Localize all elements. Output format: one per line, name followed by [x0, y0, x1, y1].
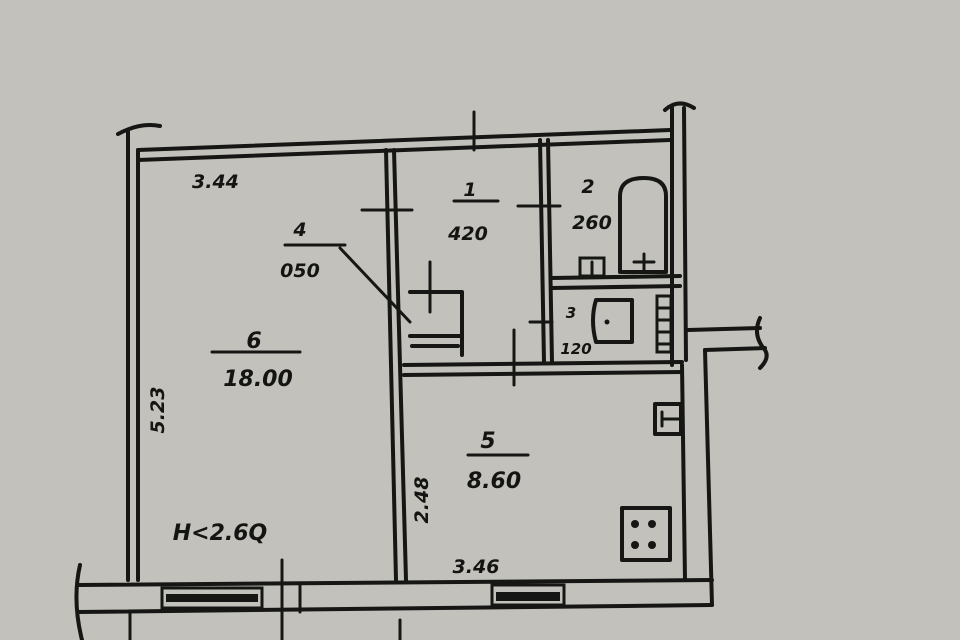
room-6-number: 6	[246, 329, 261, 354]
dim-living-length: 5.23	[147, 387, 169, 434]
door-marks	[128, 110, 562, 640]
sink-icon	[578, 256, 606, 278]
dim-kitchen-width: 3.46	[453, 556, 500, 578]
dim-kitchen-length: 2.48	[411, 477, 433, 524]
outer-walls	[74, 101, 769, 640]
interior-walls	[384, 138, 684, 582]
room-5-number: 5	[480, 429, 495, 454]
bathtub-icon	[618, 176, 668, 274]
dim-living-width: 3.44	[192, 171, 239, 193]
toilet-icon	[591, 298, 634, 344]
room-3-number: 3	[566, 304, 576, 322]
room-5-area: 8.60	[467, 469, 521, 494]
ventilation-icon	[653, 402, 683, 436]
stove-icon	[620, 506, 672, 562]
radiator-icon	[655, 294, 673, 354]
room-1-area: 420	[447, 223, 488, 245]
ceiling-height: H<2.6Q	[173, 521, 268, 546]
room-3-area: 120	[560, 340, 591, 358]
room-2-number: 2	[581, 176, 594, 198]
labels: 3.44 5.23 4 050 6 18.00 H<2.6Q 1 420 2 2…	[147, 171, 612, 578]
room-4-area: 050	[280, 260, 320, 282]
windows	[160, 583, 566, 610]
room-2-area: 260	[572, 212, 612, 234]
room-4-number: 4	[292, 219, 306, 241]
room-1-number: 1	[463, 179, 476, 201]
room-6-area: 18.00	[223, 367, 293, 392]
